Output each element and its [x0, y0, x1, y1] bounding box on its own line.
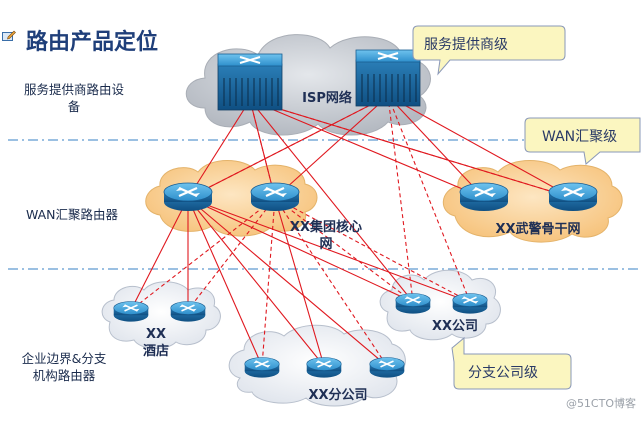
primary-link-5 — [387, 95, 485, 199]
primary-link-13 — [187, 197, 388, 367]
callout-wan — [524, 117, 641, 165]
group-core-network-label: XX集团核心网 — [289, 220, 363, 252]
callout-provider-text: 服务提供商级 — [424, 37, 508, 53]
tier-label-isp: 服务提供商路由设备 — [23, 82, 124, 114]
backup-link-9 — [274, 197, 414, 303]
company-router-left — [394, 292, 432, 315]
watermark: @51CTO博客 — [565, 397, 636, 410]
group-core-router-left — [162, 181, 214, 213]
primary-link-9 — [130, 197, 189, 311]
callout-branch — [451, 336, 572, 390]
tier-label-wan: WAN汇聚路由器 — [25, 207, 119, 222]
primary-link-8 — [249, 99, 414, 303]
primary-link-12 — [187, 197, 325, 367]
callout-provider — [412, 25, 566, 76]
primary-link-0 — [187, 99, 251, 199]
callout-wan-text: WAN汇聚级 — [542, 129, 618, 145]
hotel-router-left — [112, 300, 150, 323]
isp-router-right — [355, 49, 421, 107]
branch-router-right — [368, 356, 406, 379]
hotel-cloud — [101, 281, 221, 349]
page-title: 路由产品定位 — [26, 30, 159, 55]
backup-link-4 — [130, 197, 276, 311]
isp-network-label: ISP网络 — [302, 91, 352, 106]
backup-link-0 — [387, 95, 471, 303]
primary-link-16 — [274, 197, 325, 367]
backup-link-1 — [387, 95, 414, 303]
armed-police-network-label: XX武警骨干网 — [495, 222, 581, 237]
group-core-cloud — [145, 160, 318, 237]
backup-link-8 — [274, 197, 471, 303]
primary-link-15 — [187, 197, 471, 303]
link-layer — [130, 95, 574, 367]
primary-link-6 — [387, 95, 574, 199]
company-router-right — [451, 292, 489, 315]
armed-police-router-left — [458, 181, 510, 213]
hotel-network-label: XX酒店 — [142, 327, 169, 359]
company-network-label: XX公司 — [431, 319, 479, 334]
branch-router-left — [243, 356, 281, 379]
backup-link-3 — [187, 95, 389, 199]
primary-link-11 — [187, 197, 263, 367]
backup-link-2 — [249, 99, 574, 199]
edit-icon — [2, 30, 16, 41]
callout-branch-text: 分支公司级 — [468, 365, 538, 381]
branch-network-label: XX分公司 — [308, 388, 368, 403]
armed-police-router-right — [547, 181, 599, 213]
backup-link-6 — [261, 197, 276, 367]
tier-label-edge: 企业边界&分支机构路由器 — [21, 351, 107, 383]
armed-police-cloud — [442, 160, 623, 243]
primary-link-7 — [274, 95, 389, 199]
branch-router-middle — [305, 356, 343, 379]
backup-link-10 — [249, 99, 276, 199]
primary-link-2 — [249, 99, 485, 199]
hotel-router-right — [169, 300, 207, 323]
group-core-router-right — [249, 181, 301, 213]
backup-link-5 — [187, 197, 276, 311]
primary-link-14 — [187, 197, 414, 303]
backup-link-7 — [274, 197, 388, 367]
isp-router-left — [217, 53, 283, 111]
company-cloud — [379, 269, 501, 341]
